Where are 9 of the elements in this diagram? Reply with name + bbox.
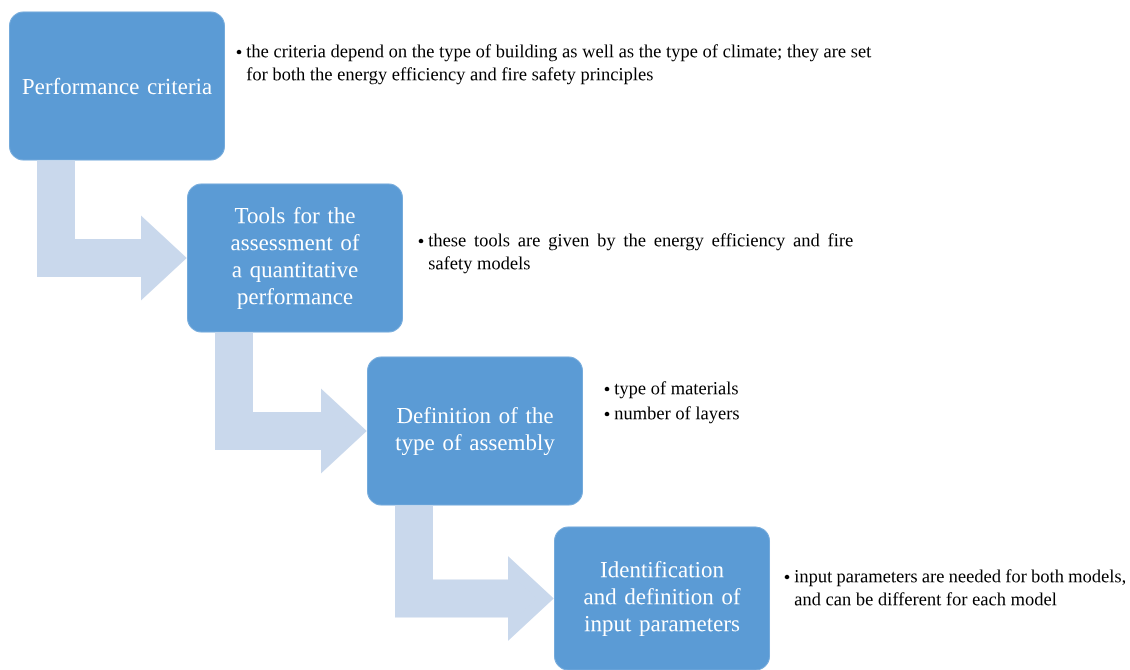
bullet-text: input parameters are needed for both models, and can be different for each model [794, 569, 1126, 606]
bullet-text: type of materials [614, 381, 738, 399]
process-box: Definition of the type of assembly [367, 356, 583, 506]
process-box: Identification and definition of input parameters [554, 526, 770, 670]
bullet-text: these tools are given by the energy efficiency and fire safety models [428, 233, 853, 274]
process-box: Performance criteria [9, 11, 225, 161]
bullet-text: number of layers [614, 406, 739, 424]
process-box: Tools for the assessment of a quantitative performance [187, 183, 403, 333]
bullet-text: the criteria depend on the type of building as well as the type of climate; they are set for both the energy efficiency and fire safety principles [246, 44, 872, 85]
